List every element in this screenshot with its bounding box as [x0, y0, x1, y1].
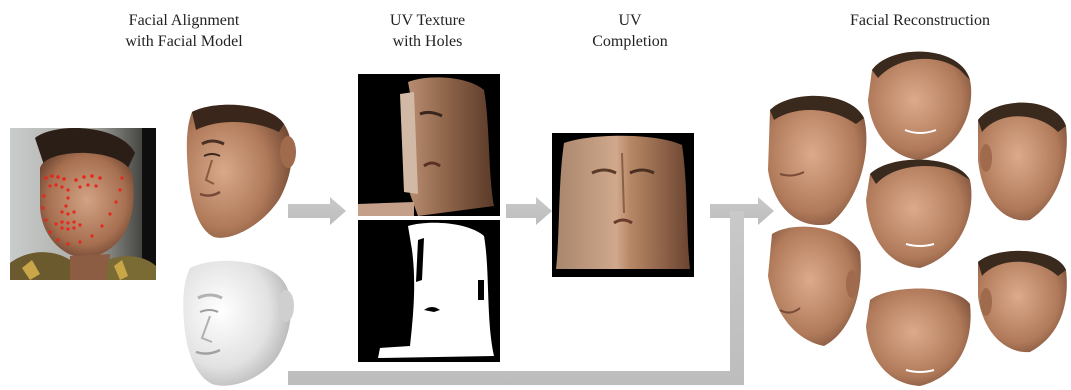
render-left-upper: [768, 96, 866, 225]
render-right-lower: [978, 251, 1067, 352]
render-bottom: [866, 288, 971, 386]
render-left-lower: [768, 227, 861, 346]
uv-texture-holes: [358, 74, 500, 216]
input-photo: [10, 128, 156, 280]
render-center: [866, 160, 971, 268]
visibility-mask: [358, 220, 500, 362]
arrow-uv-to-completion: [506, 197, 552, 225]
render-top: [868, 52, 971, 160]
render-right-upper: [978, 103, 1067, 221]
uv-completed: [552, 133, 694, 277]
shape-model-render: [180, 256, 300, 390]
aligned-face-texture: [184, 102, 302, 242]
reconstruction-views: [760, 40, 1071, 389]
